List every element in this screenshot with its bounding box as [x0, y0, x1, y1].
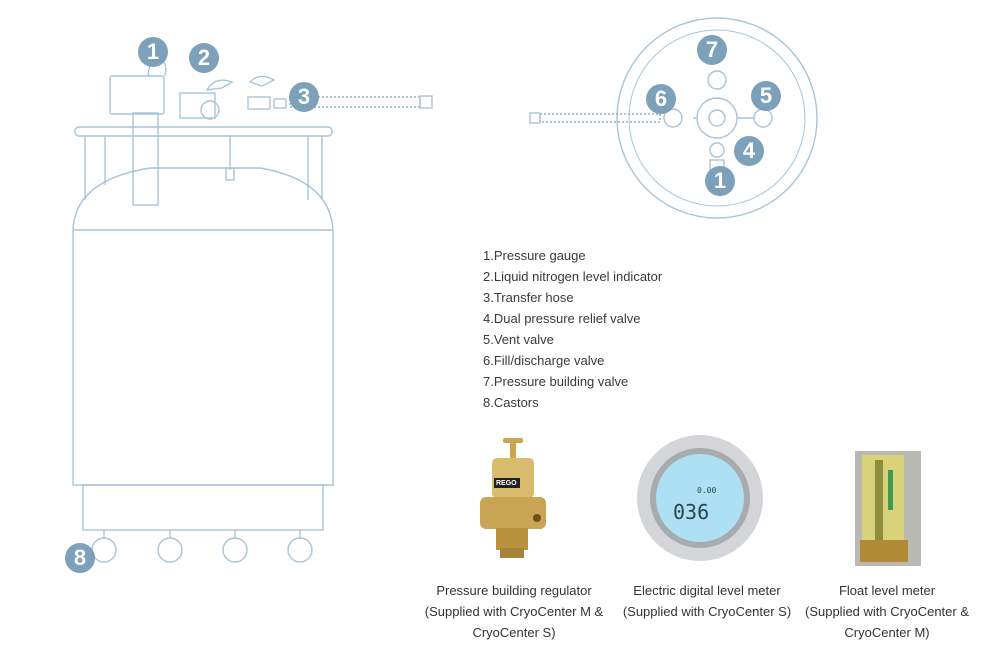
badge-7: 7: [697, 35, 727, 65]
caption-title: Float level meter: [838, 583, 936, 598]
caption-note: (Supplied with CryoCenter S): [622, 604, 792, 619]
badge-1-top: 1: [705, 166, 735, 196]
regulator-brand-label: REGO: [496, 480, 517, 487]
tank-top-view: [529, 17, 818, 219]
caption-note: (Supplied with CryoCenter M & CryoCenter…: [424, 604, 604, 640]
legend-item: 4.Dual pressure relief valve: [483, 311, 641, 326]
badge-6: 6: [646, 84, 676, 114]
caption-note: (Supplied with CryoCenter & CryoCenter M…: [804, 604, 970, 640]
caption-digital-meter: Electric digital level meter (Supplied w…: [607, 580, 807, 622]
component-legend: 1.Pressure gauge 2.Liquid nitrogen level…: [483, 245, 662, 413]
meter-display-small: 0.00: [697, 486, 717, 495]
legend-item: 8.Castors: [483, 395, 539, 410]
legend-item: 5.Vent valve: [483, 332, 554, 347]
caption-float-meter: Float level meter (Supplied with CryoCen…: [797, 580, 977, 643]
legend-item: 1.Pressure gauge: [483, 248, 586, 263]
badge-5: 5: [751, 81, 781, 111]
badge-3: 3: [289, 82, 319, 112]
pressure-regulator-image: [480, 438, 546, 558]
legend-item: 6.Fill/discharge valve: [483, 353, 605, 368]
float-level-meter-image: [855, 451, 921, 566]
meter-display-value: 036: [673, 500, 710, 524]
caption-title: Pressure building regulator: [436, 583, 592, 598]
caption-title: Electric digital level meter: [633, 583, 781, 598]
badge-8: 8: [65, 543, 95, 573]
castor-wheels: [91, 530, 313, 563]
digital-level-meter-image: [637, 435, 763, 561]
tank-side-view: [72, 58, 433, 563]
caption-regulator: Pressure building regulator (Supplied wi…: [419, 580, 609, 643]
legend-item: 2.Liquid nitrogen level indicator: [483, 269, 663, 284]
legend-item: 3.Transfer hose: [483, 290, 574, 305]
badge-4: 4: [734, 136, 764, 166]
legend-item: 7.Pressure building valve: [483, 374, 629, 389]
badge-1: 1: [138, 37, 168, 67]
badge-2: 2: [189, 43, 219, 73]
